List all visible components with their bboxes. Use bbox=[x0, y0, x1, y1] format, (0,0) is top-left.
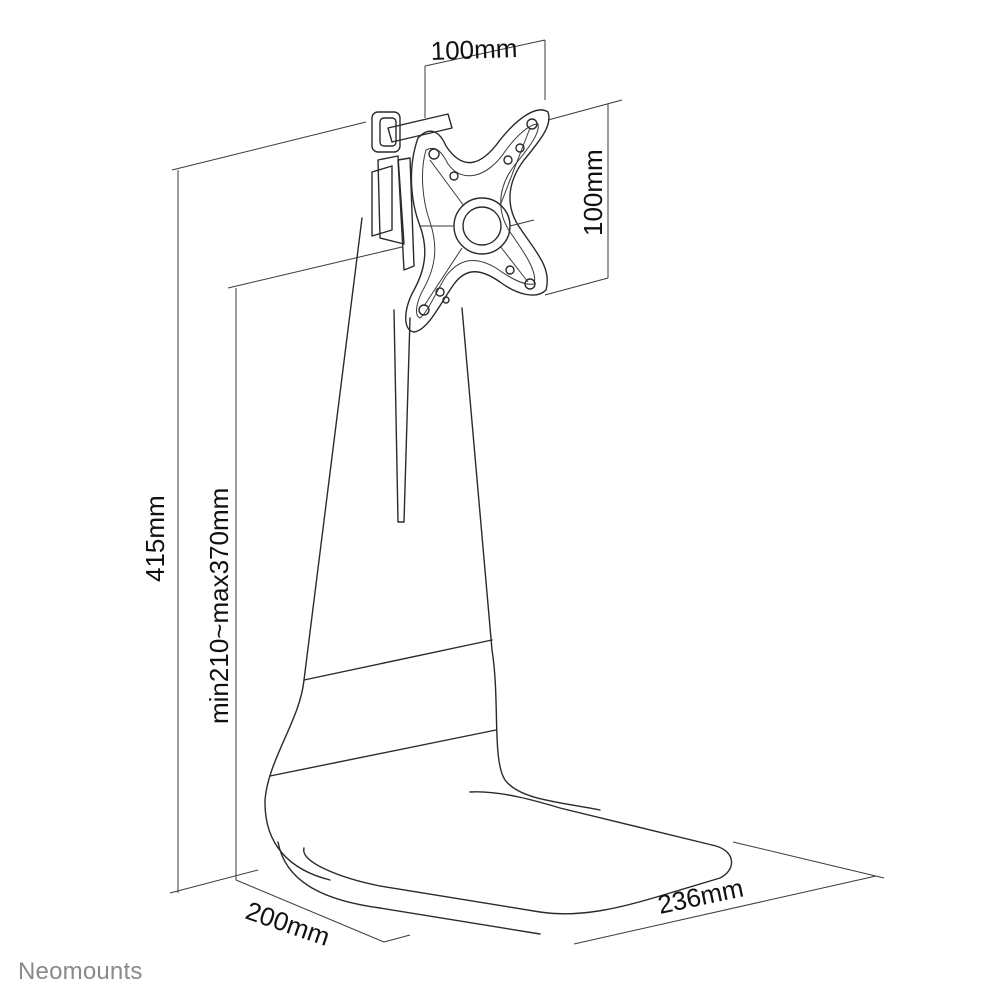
vesa-height-label: 100mm bbox=[578, 149, 608, 236]
total-height-label: 415mm bbox=[140, 495, 170, 582]
tilt-head bbox=[371, 111, 453, 271]
base-width-label: 236mm bbox=[655, 872, 746, 919]
dimension-labels: 100mm 100mm 415mm min210~max370mm 200mm … bbox=[140, 33, 746, 952]
stand-column bbox=[264, 217, 601, 881]
stand-base bbox=[277, 791, 733, 935]
brand-logo-text: Neomounts bbox=[18, 958, 143, 985]
vesa-plate bbox=[405, 109, 550, 333]
height-range-label: min210~max370mm bbox=[204, 488, 234, 724]
dimension-lines bbox=[169, 39, 885, 945]
vesa-width-label: 100mm bbox=[430, 33, 518, 66]
base-depth-label: 200mm bbox=[242, 895, 334, 952]
